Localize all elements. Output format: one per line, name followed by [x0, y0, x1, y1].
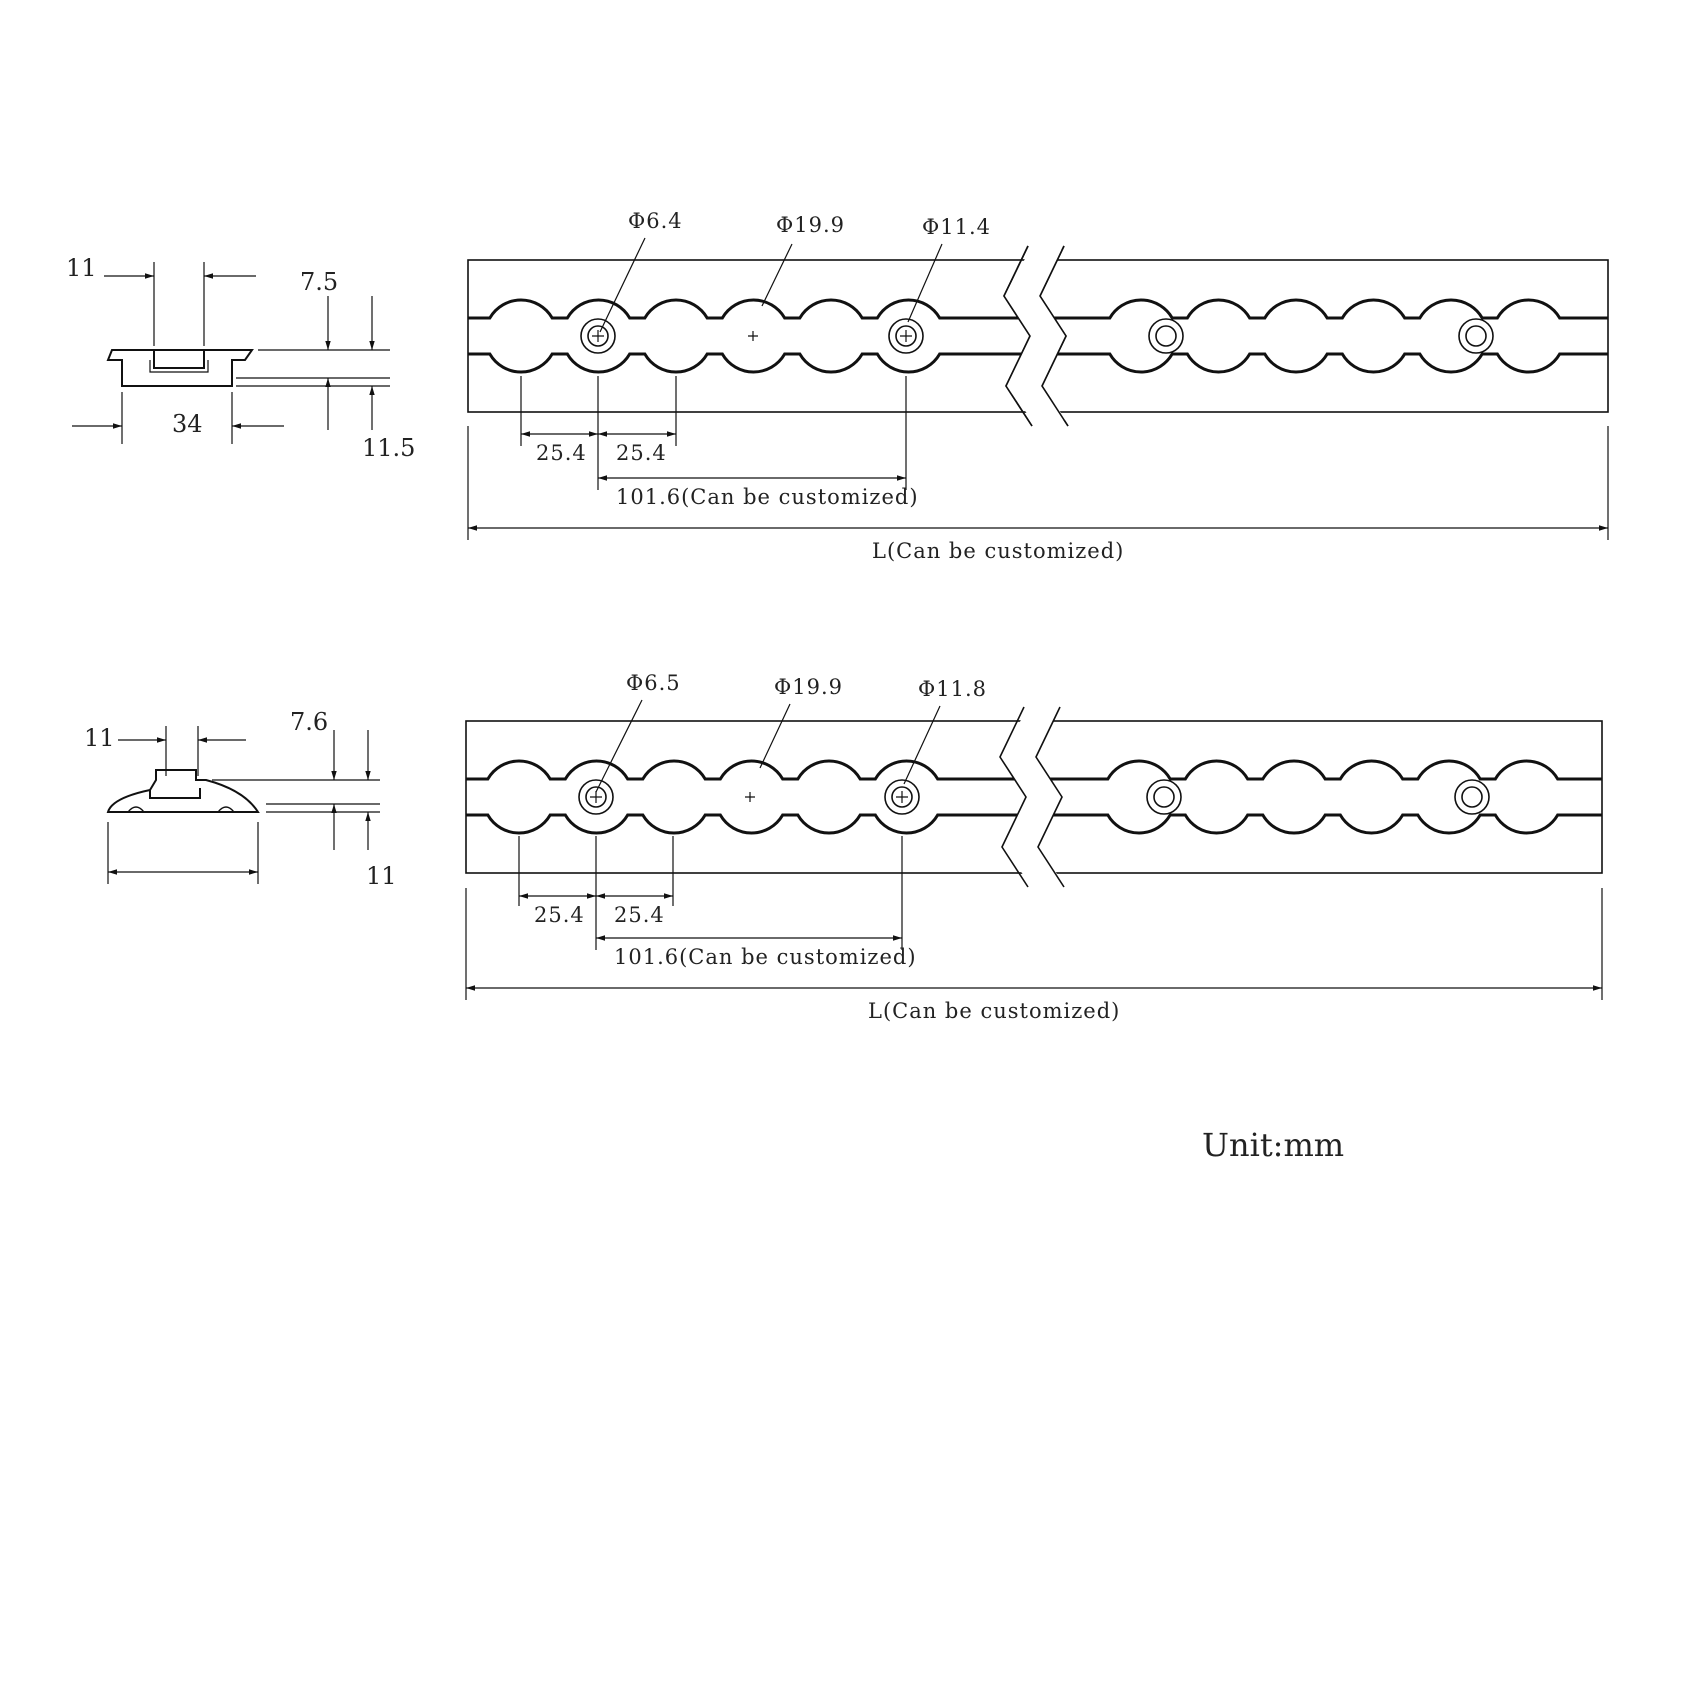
- bottom-hole-callout: Φ6.5: [626, 671, 681, 695]
- mounting-hole: [891, 786, 913, 808]
- bottom-scallop-callout: Φ19.9: [774, 675, 843, 699]
- bottom-profile-slot-width: 11: [84, 724, 115, 752]
- counterbore-ring: [888, 318, 924, 354]
- counterbore-ring: [884, 779, 920, 815]
- mounting-hole: [585, 786, 607, 808]
- mounting-hole: [1461, 786, 1483, 808]
- top-profile-slot-depth: 7.5: [300, 268, 338, 296]
- counterbore-ring: [1148, 318, 1184, 354]
- top-profile-total-height: 11.5: [362, 434, 415, 462]
- mounting-hole: [895, 325, 917, 347]
- mounting-hole: [1155, 325, 1177, 347]
- top-scallop-callout: Φ19.9: [776, 213, 845, 237]
- bottom-hole-spacing: 101.6(Can be customized): [614, 945, 917, 969]
- bottom-profile-slot: [149, 788, 201, 799]
- top-profile-slot: [153, 350, 205, 369]
- top-length: L(Can be customized): [872, 539, 1124, 563]
- top-pitch-b: 25.4: [616, 441, 667, 465]
- top-hole-spacing: 101.6(Can be customized): [616, 485, 919, 509]
- counterbore-ring: [580, 318, 616, 354]
- counterbore-ring: [1454, 779, 1490, 815]
- bottom-length: L(Can be customized): [868, 999, 1120, 1023]
- top-profile-view: 11 34 7.5 11.5: [66, 254, 415, 462]
- bottom-profile-slot-depth: 7.6: [290, 708, 328, 736]
- bottom-counterbore-callout: Φ11.8: [918, 677, 987, 701]
- top-profile-slot-width: 11: [66, 254, 97, 282]
- bottom-pitch-a: 25.4: [534, 903, 585, 927]
- unit-label: Unit:mm: [1202, 1126, 1344, 1164]
- mounting-hole: [1465, 325, 1487, 347]
- top-profile-overall-width: 34: [172, 410, 203, 438]
- hole-center-mark: [592, 330, 604, 342]
- scallop-center-mark: [745, 792, 755, 802]
- hole-center-mark: [900, 330, 912, 342]
- bottom-break-line: [999, 706, 1065, 888]
- hole-center-mark: [896, 791, 908, 803]
- mounting-hole: [587, 325, 609, 347]
- top-counterbore-callout: Φ11.4: [922, 215, 991, 239]
- top-plan-view: Φ6.4 Φ19.9 Φ11.4 25.4 25.4 101.6(Can be …: [467, 209, 1609, 563]
- bottom-pitch-b: 25.4: [614, 903, 665, 927]
- counterbore-ring: [578, 779, 614, 815]
- top-pitch-a: 25.4: [536, 441, 587, 465]
- bottom-profile-total-height: 11: [366, 862, 397, 890]
- top-hole-callout: Φ6.4: [628, 209, 683, 233]
- bottom-profile-outline: [106, 769, 260, 813]
- hole-center-mark: [590, 791, 602, 803]
- bottom-profile-view: 11 7.6 11: [84, 708, 397, 890]
- bottom-plan-view: Φ6.5 Φ19.9 Φ11.8 25.4 25.4 101.6(Can be …: [465, 671, 1603, 1023]
- scallop-center-mark: [748, 331, 758, 341]
- top-profile-outline: [106, 349, 254, 387]
- counterbore-ring: [1458, 318, 1494, 354]
- counterbore-ring: [1146, 779, 1182, 815]
- mounting-hole: [1153, 786, 1175, 808]
